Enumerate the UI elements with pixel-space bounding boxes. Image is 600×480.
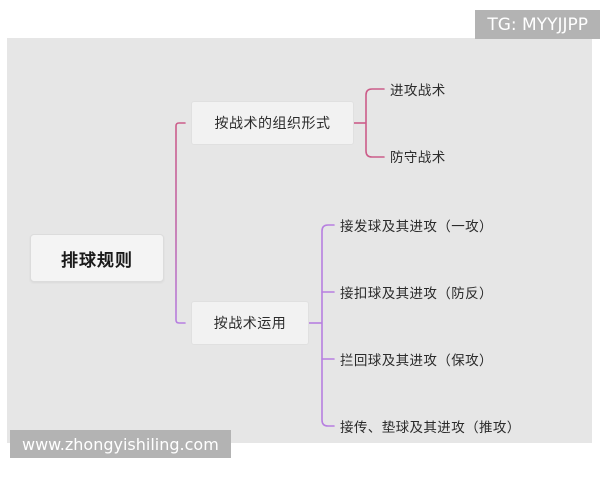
mindmap-leaf-node-1-2[interactable]: 拦回球及其进攻（保攻） xyxy=(340,346,493,372)
mindmap-branch-label-0: 按战术的组织形式 xyxy=(214,116,331,132)
mindmap-leaf-label-1-1: 接扣球及其进攻（防反） xyxy=(340,286,493,302)
mindmap-leaf-label-1-3: 接传、垫球及其进攻（推攻） xyxy=(340,420,521,436)
mindmap-leaf-node-1-0[interactable]: 接发球及其进攻（一攻） xyxy=(340,212,493,238)
watermark-bottom-text: www.zhongyishiling.com xyxy=(22,434,219,454)
mindmap-leaf-node-1-3[interactable]: 接传、垫球及其进攻（推攻） xyxy=(340,413,521,439)
mindmap-leaf-node-0-1[interactable]: 防守战术 xyxy=(390,143,446,169)
mindmap-root-node[interactable]: 排球规则 xyxy=(30,234,164,282)
mindmap-leaf-node-1-1[interactable]: 接扣球及其进攻（防反） xyxy=(340,279,493,305)
mindmap-branch-label-1: 按战术运用 xyxy=(213,316,287,332)
mindmap-leaf-label-1-0: 接发球及其进攻（一攻） xyxy=(340,219,493,235)
mindmap-leaf-label-0-0: 进攻战术 xyxy=(390,83,446,99)
watermark-bottom-left: www.zhongyishiling.com xyxy=(10,430,231,458)
watermark-top-text: TG: MYYJJPP xyxy=(487,14,588,35)
mindmap-leaf-node-0-0[interactable]: 进攻战术 xyxy=(390,76,446,102)
mindmap-branch-node-1[interactable]: 按战术运用 xyxy=(191,301,309,345)
mindmap-branch-node-0[interactable]: 按战术的组织形式 xyxy=(191,101,354,145)
watermark-top-right: TG: MYYJJPP xyxy=(475,10,600,39)
mindmap-root-label: 排球规则 xyxy=(61,250,133,271)
mindmap-leaf-label-0-1: 防守战术 xyxy=(390,150,446,166)
mindmap-leaf-label-1-2: 拦回球及其进攻（保攻） xyxy=(340,353,493,369)
